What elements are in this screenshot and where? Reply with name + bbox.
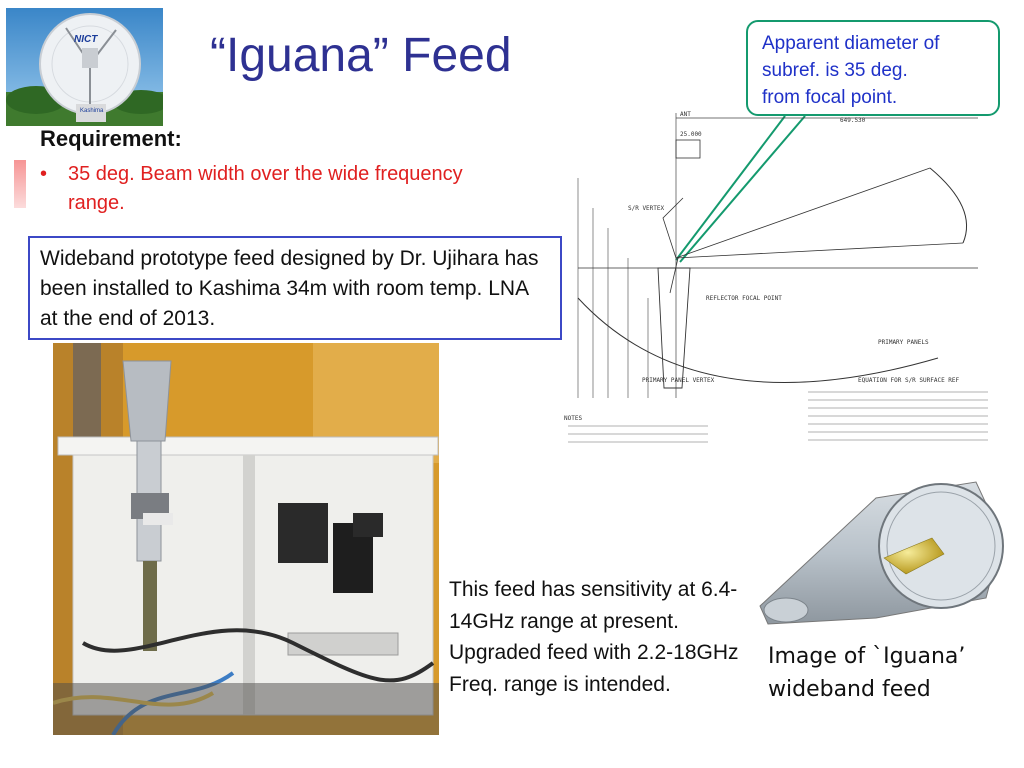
drawing-label-sr-vertex: S/R VERTEX [628,205,665,212]
drawing-label-equation: EQUATION FOR S/R SURFACE REF [858,377,960,384]
callout-line: subref. is 35 deg. [762,60,908,81]
drawing-label-ant: ANT [680,111,691,118]
drawing-label-dimension: 25.000 [680,131,702,138]
drawing-label-notes: NOTES [564,415,582,422]
drawing-label-dimension: 649.530 [840,117,866,124]
render-caption: Image of `Iguana’ wideband feed [768,640,998,706]
callout-line: Apparent diameter of [762,33,940,54]
sensitivity-text: This feed has sensitivity at 6.4-14GHz r… [449,578,739,696]
logo-text: NICT [74,34,98,45]
bullet-icon: • [40,163,48,185]
slide-title: “Iguana” Feed [210,29,512,82]
feed-geometry-drawing: ANT 25.000 649.530 S/R VERTEX REFLECTOR … [558,108,994,456]
drawing-label-primary-vertex: PRIMARY PANEL VERTEX [642,377,715,384]
requirement-text: 35 deg. Beam width over the wide frequen… [68,163,463,214]
callout-line: from focal point. [762,87,898,108]
callout-box: Apparent diameter of subref. is 35 deg. … [746,20,1000,116]
accent-bar [14,160,26,208]
info-box: Wideband prototype feed designed by Dr. … [28,236,562,340]
drawing-label-focal-point: REFLECTOR FOCAL POINT [706,295,782,302]
nict-logo-photo: NICT Kashima [6,8,163,126]
logo-subtext: Kashima [80,108,104,114]
caption-line: Image of `Iguana’ [768,644,966,669]
requirement-bullet: • 35 deg. Beam width over the wide frequ… [40,160,480,218]
feed-3d-render [756,478,1008,628]
requirement-heading: Requirement: [40,126,182,151]
drawing-label-primary-panels: PRIMARY PANELS [878,339,929,346]
installed-feed-photo [53,343,439,735]
caption-line: wideband feed [768,677,931,702]
